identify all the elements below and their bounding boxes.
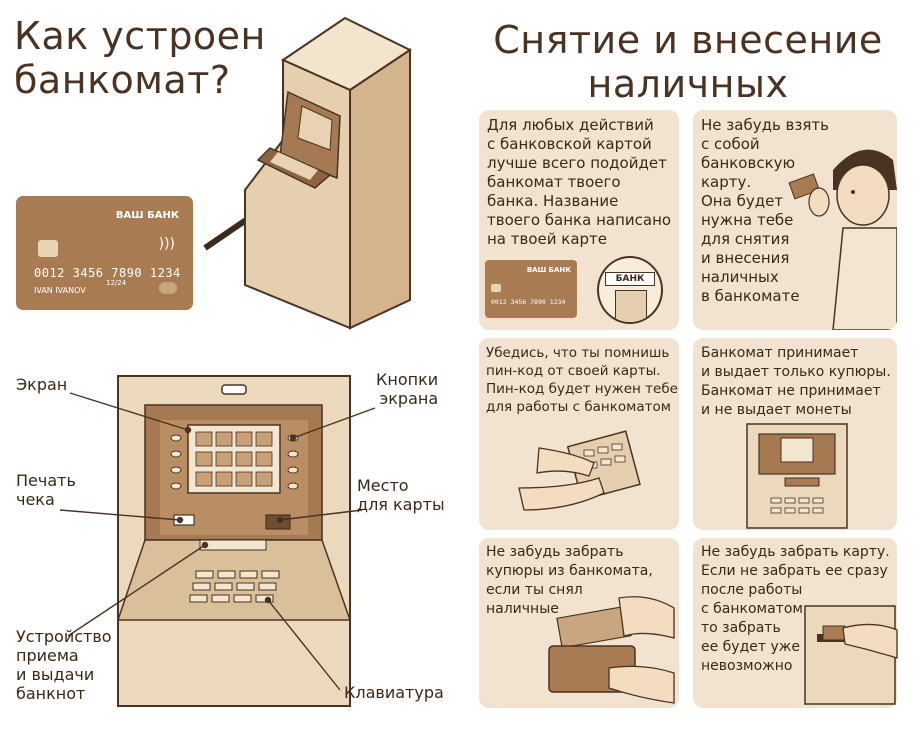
tip-3-text: Убедись, что ты помнишь пин-код от своей… (486, 344, 678, 416)
left-title-line1: Как устроен (14, 14, 266, 58)
tip-5-line: Не забудь забрать (486, 544, 624, 560)
tip-2-line: карту. (701, 173, 752, 191)
label-screen: Экран (16, 375, 68, 394)
tip-1-line: на твоей карте (487, 230, 608, 248)
right-title-line2: наличных (587, 62, 789, 106)
tip-6-line: с банкоматом, (701, 601, 808, 617)
left-title: Как устроен банкомат? (14, 14, 266, 102)
bank-sign: БАНК (605, 272, 655, 286)
tip-2-line: банковскую (701, 154, 796, 172)
tip-1-line: банка. Название (487, 192, 619, 210)
tip-1-line: банкомат твоего (487, 173, 621, 191)
tip-2-line: для снятия (701, 230, 790, 248)
label-cash-device-line3: и выдачи (16, 665, 95, 684)
tip-2-line: Она будет (701, 192, 784, 210)
tip-6-line: ее будет уже (701, 639, 801, 655)
label-cash-device-line1: Устройство (16, 627, 112, 646)
tip-1-line: с банковской картой (487, 135, 652, 153)
label-card-slot: Место для карты (357, 476, 445, 514)
bank-card-expiry: 12/24 (106, 279, 127, 287)
contactless-icon: ))) (158, 236, 175, 252)
tip-2-line: Не забудь взять (701, 116, 829, 134)
label-receipt-line1: Печать (16, 471, 76, 490)
tip-box-6: Не забудь забрать карту. Если не забрать… (693, 538, 898, 708)
left-title-line2: банкомат? (14, 58, 231, 102)
tip-box-5: Не забудь забрать купюры из банкомата, е… (479, 538, 679, 708)
label-screen-buttons-line1: Кнопки (376, 370, 439, 389)
tip-6-line: после работы (701, 582, 803, 598)
tip-1-text: Для любых действий с банковской картой л… (487, 116, 671, 249)
bank-card-holder: IVAN IVANOV (34, 286, 86, 295)
mini-bank-card: ВАШ БАНК 0012 3456 7890 1234 (485, 260, 577, 318)
tip-3-line: Пин-код будет нужен тебе (486, 381, 678, 397)
label-cash-device: Устройство приема и выдачи банкнот (16, 627, 112, 703)
mini-chip-icon (491, 284, 501, 292)
label-cash-device-line2: приема (16, 646, 79, 665)
tip-2-text: Не забудь взять с собой банковскую карту… (701, 116, 829, 306)
card-logo-icon (159, 282, 177, 294)
tip-4-text: Банкомат принимает и выдает только купюр… (701, 344, 891, 420)
tip-6-line: то забрать (701, 620, 781, 636)
chip-icon (38, 240, 58, 257)
mini-card-number: 0012 3456 7890 1234 (491, 298, 566, 306)
hand-takes-card-illustration (804, 605, 898, 705)
tip-3-line: Убедись, что ты помнишь (486, 345, 670, 361)
tip-1-line: твоего банка написано (487, 211, 672, 229)
tip-6-line: Не забудь забрать карту. (701, 544, 890, 560)
tip-5-line: наличные (486, 601, 559, 617)
tip-5-text: Не забудь забрать купюры из банкомата, е… (486, 543, 653, 619)
tip-1-line: Для любых действий (487, 116, 654, 134)
bank-card: ВАШ БАНК ))) 0012 3456 7890 1234 IVAN IV… (16, 196, 193, 310)
label-screen-buttons-line2: экрана (379, 389, 439, 408)
tip-6-line: Если не забрать ее сразу (701, 563, 888, 579)
label-screen-buttons: Кнопки экрана (376, 370, 438, 408)
tip-5-line: купюры из банкомата, (486, 563, 653, 579)
tip-6-line: невозможно (701, 658, 793, 674)
tip-4-line: Банкомат не принимает (701, 383, 881, 399)
atm-cash-illustration (746, 423, 848, 529)
tip-4-line: и выдает только купюры. (701, 364, 891, 380)
tip-6-text: Не забудь забрать карту. Если не забрать… (701, 543, 890, 676)
tip-1-line: лучше всего подойдет (487, 154, 667, 172)
tip-4-line: и не выдает монеты (701, 402, 852, 418)
tip-2-line: наличных (701, 268, 779, 286)
right-title-line1: Снятие и внесение (493, 18, 883, 62)
bank-card-number: 0012 3456 7890 1234 (34, 266, 181, 280)
label-card-slot-line1: Место (357, 476, 409, 495)
tip-2-line: с собой (701, 135, 760, 153)
wallet-cash-illustration (548, 596, 675, 704)
tip-box-2: Не забудь взять с собой банковскую карту… (693, 110, 897, 330)
tip-4-line: Банкомат принимает (701, 345, 859, 361)
boy-with-card-illustration (788, 149, 897, 330)
tip-3-line: для работы с банкоматом (486, 399, 671, 415)
label-cash-device-line4: банкнот (16, 684, 86, 703)
tip-2-line: нужна тебе (701, 211, 794, 229)
label-card-slot-line2: для карты (357, 495, 445, 514)
label-keypad: Клавиатура (344, 683, 444, 702)
tip-box-1: Для любых действий с банковской картой л… (479, 110, 679, 330)
mini-card-bank-name: ВАШ БАНК (526, 266, 571, 274)
label-receipt-line2: чека (16, 490, 55, 509)
hands-keypad-illustration (518, 430, 641, 511)
tip-3-line: пин-код от своей карты. (486, 363, 661, 379)
bank-card-bank-name: ВАШ БАНК (115, 210, 179, 221)
tip-box-4: Банкомат принимает и выдает только купюр… (693, 338, 897, 530)
tip-5-line: если ты снял (486, 582, 583, 598)
tip-2-line: в банкомате (701, 287, 800, 305)
right-title: Снятие и внесение наличных (478, 18, 898, 106)
tip-2-line: и внесения (701, 249, 790, 267)
label-receipt: Печать чека (16, 471, 76, 509)
bank-building-icon: БАНК (597, 256, 663, 324)
tip-box-3: Убедись, что ты помнишь пин-код от своей… (479, 338, 679, 530)
